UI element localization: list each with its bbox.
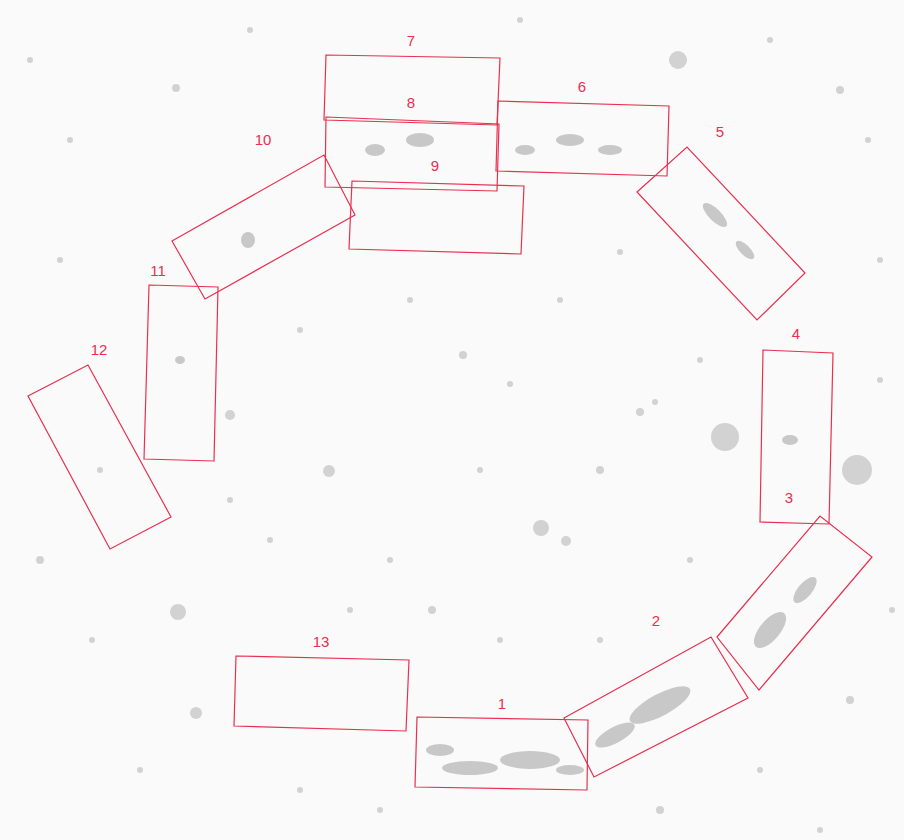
footprint-border bbox=[234, 656, 409, 731]
footprint-outline bbox=[324, 55, 500, 125]
footprint-border bbox=[717, 516, 872, 690]
footprint-box: 11 bbox=[144, 285, 218, 461]
footprint-outline bbox=[234, 656, 409, 731]
footprint-box: 6 bbox=[496, 101, 669, 176]
footprint-outline bbox=[717, 516, 872, 690]
footprint-box: 12 bbox=[28, 365, 171, 549]
callout-number: 11 bbox=[150, 263, 166, 278]
footprint-box: 10 bbox=[172, 155, 355, 299]
footprint-outline bbox=[349, 181, 524, 254]
footprint-border bbox=[349, 181, 524, 254]
footprint-border bbox=[324, 55, 500, 125]
nebulosity bbox=[175, 133, 821, 775]
footprint-border bbox=[28, 365, 171, 549]
footprint-outline bbox=[760, 350, 833, 524]
callout-number: 13 bbox=[313, 634, 330, 649]
footprint-border bbox=[172, 155, 355, 299]
callout-number: 8 bbox=[407, 95, 415, 110]
footprint-box: 2 bbox=[564, 637, 748, 777]
footprint-border bbox=[415, 717, 588, 790]
footprint-outline bbox=[325, 117, 499, 191]
footprint-outline bbox=[415, 717, 588, 790]
footprint-box: 8 bbox=[325, 117, 499, 191]
footprint-border bbox=[637, 147, 805, 320]
footprint-border bbox=[760, 350, 833, 524]
callout-number: 2 bbox=[652, 613, 660, 628]
callout-number: 7 bbox=[407, 33, 415, 48]
stars bbox=[27, 17, 895, 833]
footprint-border bbox=[564, 637, 748, 777]
footprint-outline bbox=[28, 365, 171, 549]
footprint-outline bbox=[637, 147, 805, 320]
footprint-box: 9 bbox=[349, 181, 524, 254]
footprint-outline bbox=[172, 155, 355, 299]
callout-number: 9 bbox=[431, 158, 439, 173]
footprint-box: 7 bbox=[324, 55, 500, 125]
callout-number: 3 bbox=[785, 490, 793, 505]
footprint-outline bbox=[496, 101, 669, 176]
callout-number: 10 bbox=[255, 132, 272, 147]
callout-number: 4 bbox=[792, 326, 800, 341]
footprint-box: 5 bbox=[637, 147, 805, 320]
callout-number: 5 bbox=[716, 124, 724, 139]
footprint-border bbox=[144, 285, 218, 461]
footprint-box: 13 bbox=[234, 656, 409, 731]
callout-number: 12 bbox=[91, 342, 108, 357]
footprint-border bbox=[496, 101, 669, 176]
footprint-box: 3 bbox=[717, 516, 872, 690]
callout-number: 1 bbox=[498, 696, 506, 711]
footprint-outline bbox=[564, 637, 748, 777]
footprint-border bbox=[325, 117, 499, 191]
footprint-box: 1 bbox=[415, 717, 588, 790]
footprint-outline bbox=[144, 285, 218, 461]
footprint-box: 4 bbox=[760, 350, 833, 524]
callout-number: 6 bbox=[578, 79, 586, 94]
